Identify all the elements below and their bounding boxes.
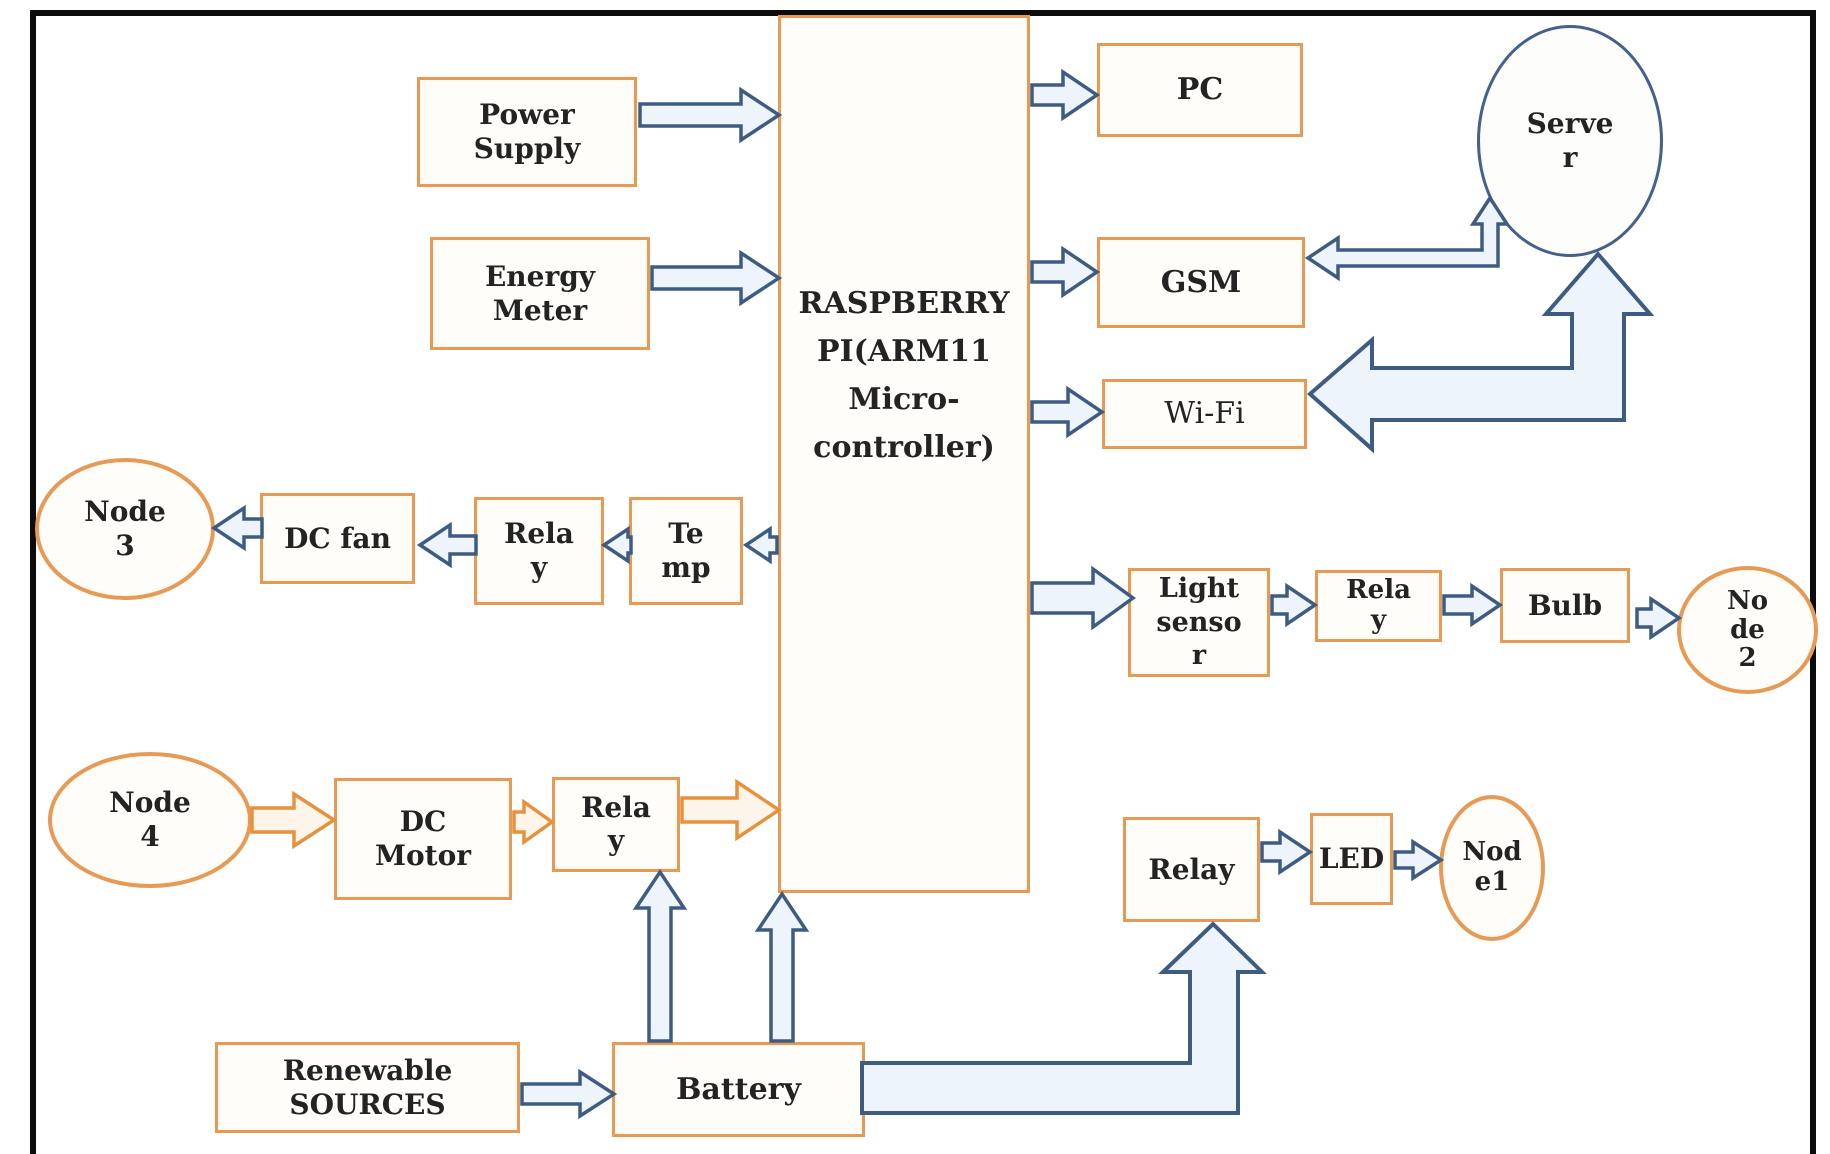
node-node1: Nod e1 <box>1439 795 1545 941</box>
node-relay-left: Rela y <box>474 497 604 605</box>
node-bulb: Bulb <box>1500 568 1630 643</box>
node-light-sensor: Light senso r <box>1128 568 1270 677</box>
node-raspberry-pi: RASPBERRY PI(ARM11 Micro- controller) <box>778 15 1030 893</box>
node-battery: Battery <box>612 1042 865 1137</box>
node-relay-bottom-left: Rela y <box>552 777 680 872</box>
node-dc-fan: DC fan <box>260 493 415 584</box>
node-temp: Te mp <box>629 497 743 605</box>
node-led: LED <box>1310 813 1393 905</box>
node-node3: Node 3 <box>35 458 215 600</box>
node-renewable-sources: Renewable SOURCES <box>215 1042 520 1133</box>
node-node4: Node 4 <box>48 752 252 888</box>
node-power-supply: Power Supply <box>417 77 637 187</box>
node-wifi: Wi-Fi <box>1102 379 1307 449</box>
node-energy-meter: Energy Meter <box>430 237 650 350</box>
node-gsm: GSM <box>1097 237 1305 328</box>
node-node2: No de 2 <box>1677 566 1818 694</box>
node-pc: PC <box>1097 43 1303 137</box>
node-relay-bottom-right: Relay <box>1123 817 1260 922</box>
node-dc-motor: DC Motor <box>334 778 512 900</box>
diagram-border <box>30 10 1816 1154</box>
node-relay-right: Rela y <box>1315 570 1442 642</box>
node-server: Serve r <box>1477 25 1663 257</box>
